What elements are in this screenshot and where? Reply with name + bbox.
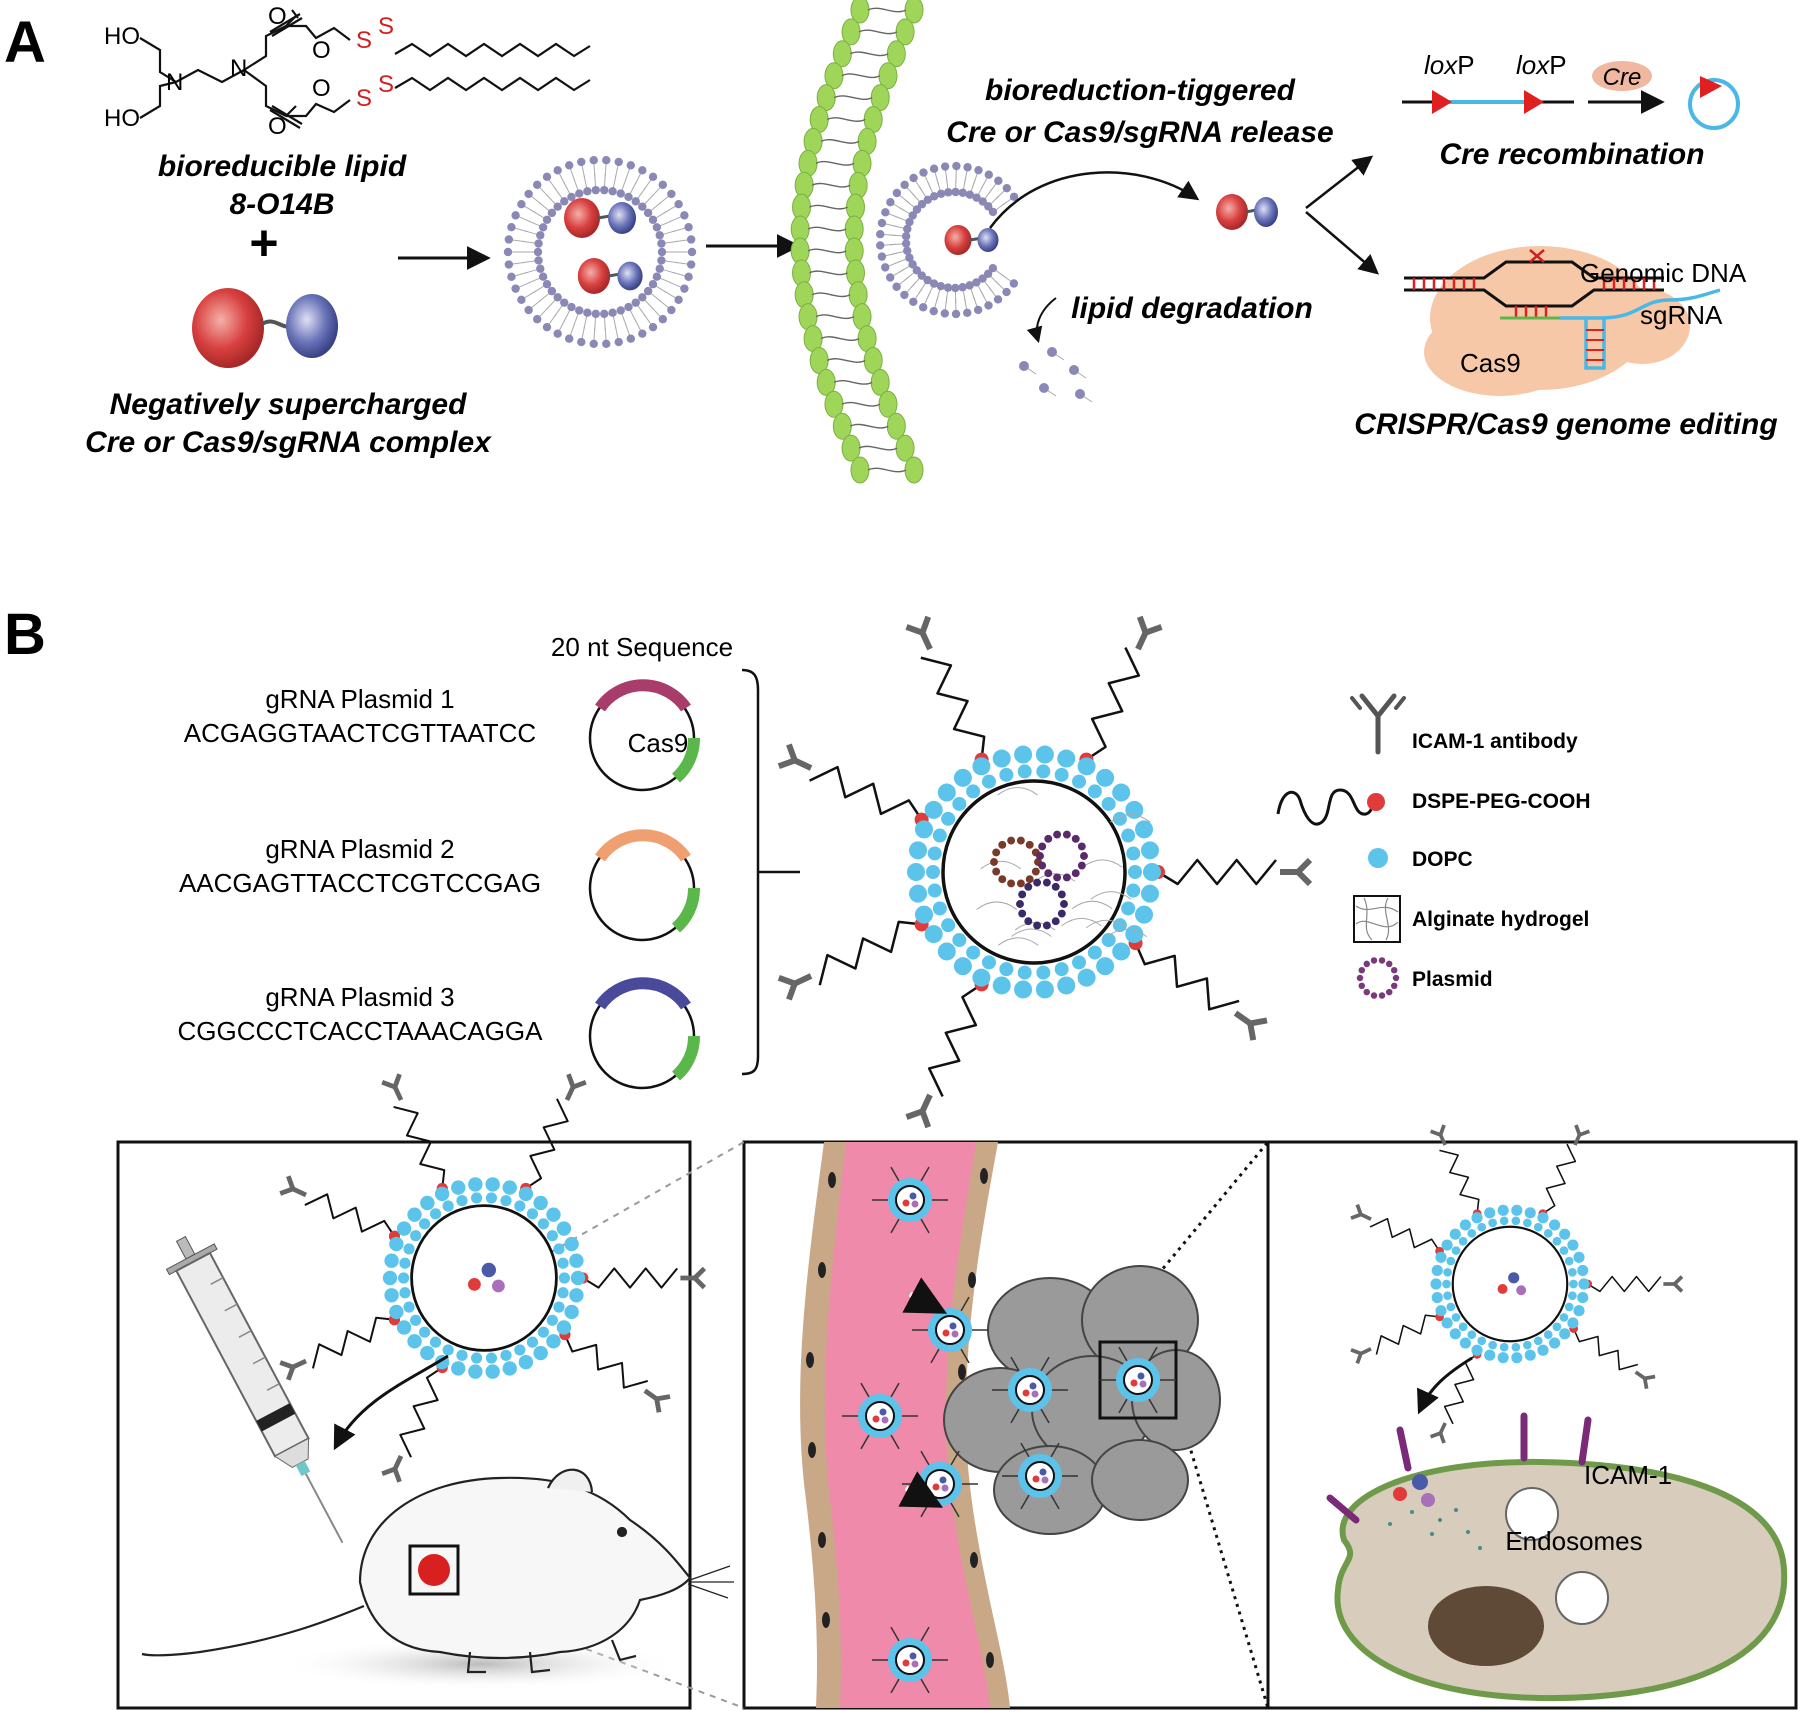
endothelial-nucleus [808, 1442, 816, 1458]
chem-labels: HO HO N N O O O O S S S S [104, 3, 394, 140]
legend-peg-label: DSPE-PEG-COOH [1412, 790, 1591, 813]
chem-o1: O [268, 3, 287, 30]
legend-dopc-label: DOPC [1412, 848, 1473, 871]
nucleus [1428, 1586, 1544, 1666]
sequence-header: 20 nt Sequence [551, 632, 733, 662]
cre-recombination-label: Cre recombination [1439, 138, 1704, 171]
complex-label-line2: Cre or Cas9/sgRNA complex [85, 426, 492, 459]
panel-b-letter: B [4, 602, 46, 667]
release-label-line2: Cre or Cas9/sgRNA release [946, 116, 1333, 149]
peg-icon [1278, 790, 1385, 824]
tumor-icon [418, 1554, 450, 1586]
plasmid-2-diagram [590, 835, 694, 940]
degradation-label: lipid degradation [1071, 292, 1313, 325]
endosome-2 [1556, 1572, 1608, 1624]
chem-o3: O [312, 75, 331, 102]
sgrna-label: sgRNA [1640, 300, 1723, 330]
protein-complex-icon [192, 288, 338, 368]
targeted-nanoparticle [779, 617, 1310, 1127]
chem-n-right: N [230, 55, 247, 82]
plasmid-bracket [742, 670, 758, 1074]
endothelial-nucleus [818, 1532, 826, 1548]
plasmid-list: gRNA Plasmid 1 ACGAGGTAACTCGTTAATCC gRNA… [178, 684, 544, 1046]
syringe-icon [157, 1226, 366, 1555]
chem-o2: O [312, 37, 331, 64]
antibody-icon [1352, 696, 1404, 752]
loxp-site-1 [1432, 90, 1452, 114]
endothelial-nucleus [822, 1612, 830, 1628]
crispr-label: CRISPR/Cas9 genome editing [1354, 408, 1777, 441]
degraded-lipids [1019, 347, 1092, 402]
tumor-mass [944, 1266, 1220, 1534]
plasmid-3-name: gRNA Plasmid 3 [265, 982, 454, 1012]
released-protein-icon [1216, 194, 1278, 230]
endothelial-nucleus [986, 1652, 994, 1668]
hydrogel-icon [1354, 896, 1400, 942]
binding-arrow [1420, 1358, 1472, 1410]
lipid-label-line1: bioreducible lipid [158, 150, 407, 183]
legend-plasmid-label: Plasmid [1412, 968, 1493, 991]
cre-badge-label: Cre [1603, 64, 1642, 91]
plasmid-2-name: gRNA Plasmid 2 [265, 834, 454, 864]
chem-s2: S [378, 13, 394, 40]
dopc-icon [1368, 848, 1388, 868]
genomic-dna-label: Genomic DNA [1580, 258, 1747, 288]
plasmid-2-sequence: AACGAGTTACCTCGTCCGAG [179, 868, 541, 898]
chem-n-left: N [166, 69, 183, 96]
plasmid-1-sequence: ACGAGGTAACTCGTTAATCC [184, 718, 536, 748]
nanoparticle-right [1351, 1125, 1682, 1443]
legend-antibody-label: ICAM-1 antibody [1412, 730, 1578, 753]
loxp-label-2: loxP [1516, 50, 1567, 80]
chem-s4: S [378, 71, 394, 98]
plasmid-1-name: gRNA Plasmid 1 [265, 684, 454, 714]
lipid-nanoparticle [504, 156, 696, 348]
endothelial-nucleus [980, 1168, 988, 1184]
plus-sign: + [249, 215, 278, 271]
nanoparticle-left [280, 1074, 704, 1482]
chem-s1: S [356, 27, 372, 54]
degradation-arrow [1037, 298, 1056, 340]
loxp-label-1: loxP [1424, 50, 1475, 80]
legend-hydrogel-label: Alginate hydrogel [1412, 908, 1589, 931]
loxp-site-2 [1524, 90, 1544, 114]
endothelial-nucleus [970, 1552, 978, 1568]
endothelial-nucleus [958, 1364, 966, 1380]
endosomes-label: Endosomes [1505, 1526, 1642, 1556]
cas9-label: Cas9 [1460, 348, 1521, 378]
plasmid-3-sequence: CGGCCCTCACCTAAACAGGA [178, 1016, 544, 1046]
arrow-to-crispr [1306, 212, 1376, 272]
release-arrow [990, 172, 1196, 228]
plasmid-1-cas9-label: Cas9 [628, 728, 689, 758]
chem-ho-bottom: HO [104, 105, 140, 132]
endothelial-nucleus [818, 1262, 826, 1278]
lipid-label-line2: 8-O14B [229, 188, 334, 221]
chem-s3: S [356, 85, 372, 112]
degrading-nanoparticle [876, 162, 1018, 318]
plasmid-3-diagram [590, 983, 694, 1088]
complex-label-line1: Negatively supercharged [110, 388, 467, 421]
icam-label: ICAM-1 [1584, 1460, 1672, 1490]
chem-ho-top: HO [104, 23, 140, 50]
arrow-to-cre [1306, 158, 1370, 208]
panel-a-letter: A [4, 10, 46, 75]
endothelial-nucleus [806, 1352, 814, 1368]
endothelial-nucleus [828, 1172, 836, 1188]
chem-o4: O [268, 113, 287, 140]
release-label-line1: bioreduction-tiggered [985, 74, 1296, 107]
plasmid-icon [1357, 957, 1399, 999]
endothelial-nucleus [968, 1272, 976, 1288]
legend: ICAM-1 antibody DSPE-PEG-COOH DOPC Algin… [1278, 696, 1591, 999]
